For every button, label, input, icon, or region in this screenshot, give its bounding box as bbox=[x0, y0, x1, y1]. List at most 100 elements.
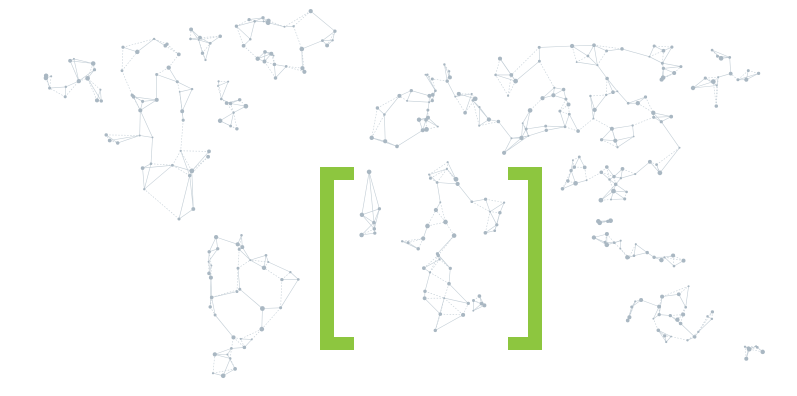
network-node bbox=[447, 281, 451, 286]
network-link bbox=[263, 267, 283, 280]
network-link bbox=[593, 118, 613, 129]
network-node bbox=[663, 334, 667, 338]
network-link bbox=[361, 222, 375, 236]
network-node bbox=[604, 231, 609, 237]
network-link bbox=[444, 64, 448, 82]
network-node bbox=[230, 347, 233, 350]
network-link bbox=[559, 110, 570, 115]
network-node bbox=[537, 45, 541, 49]
network-link bbox=[181, 88, 193, 112]
network-node bbox=[619, 239, 622, 242]
network-node bbox=[416, 247, 420, 251]
network-link bbox=[64, 80, 80, 97]
region-south-america bbox=[207, 233, 300, 379]
network-node bbox=[237, 247, 241, 251]
region-southeast-asia bbox=[591, 218, 686, 268]
network-node bbox=[652, 115, 656, 119]
network-link bbox=[423, 259, 440, 269]
network-node bbox=[366, 169, 372, 175]
network-link bbox=[236, 19, 250, 27]
network-node bbox=[631, 124, 634, 127]
network-link bbox=[511, 47, 540, 76]
network-node bbox=[155, 73, 159, 76]
network-link bbox=[737, 73, 759, 81]
network-node bbox=[567, 112, 571, 116]
network-link bbox=[495, 74, 509, 96]
network-link bbox=[214, 354, 231, 359]
network-node bbox=[446, 161, 449, 164]
network-node bbox=[247, 17, 251, 22]
network-node bbox=[611, 90, 615, 95]
network-node bbox=[416, 117, 422, 122]
network-node bbox=[253, 20, 256, 23]
network-link bbox=[507, 74, 512, 96]
network-node bbox=[228, 101, 233, 106]
network-link bbox=[429, 168, 447, 175]
network-node bbox=[561, 87, 566, 92]
network-link bbox=[678, 294, 686, 308]
network-node bbox=[466, 301, 470, 306]
network-node bbox=[604, 242, 610, 248]
right-bracket bbox=[508, 167, 542, 350]
network-node bbox=[263, 50, 267, 54]
network-node bbox=[625, 255, 630, 260]
network-node bbox=[240, 245, 245, 250]
network-link bbox=[489, 202, 505, 212]
network-node bbox=[619, 247, 622, 250]
network-node bbox=[120, 69, 124, 73]
network-node bbox=[424, 73, 427, 76]
network-node bbox=[681, 258, 686, 263]
network-node bbox=[544, 124, 548, 128]
network-link bbox=[529, 97, 543, 111]
network-link bbox=[424, 272, 431, 292]
network-node bbox=[141, 99, 145, 103]
network-link bbox=[662, 294, 679, 297]
network-node bbox=[217, 118, 223, 124]
network-link bbox=[553, 95, 566, 100]
network-node bbox=[676, 292, 681, 297]
network-link bbox=[427, 221, 446, 227]
network-link bbox=[654, 45, 672, 48]
network-node bbox=[233, 367, 237, 371]
network-link bbox=[606, 48, 623, 52]
network-node bbox=[208, 305, 212, 309]
network-node bbox=[279, 306, 283, 310]
network-link bbox=[586, 172, 602, 181]
network-link bbox=[659, 314, 671, 316]
network-node bbox=[190, 87, 194, 91]
network-link bbox=[210, 277, 212, 298]
network-node bbox=[679, 65, 683, 69]
network-link bbox=[280, 279, 283, 308]
network-node bbox=[448, 70, 451, 73]
network-node bbox=[447, 75, 452, 80]
network-node bbox=[227, 80, 230, 83]
network-link bbox=[139, 135, 153, 138]
network-link bbox=[494, 212, 501, 231]
region-africa bbox=[359, 161, 506, 333]
network-node bbox=[241, 43, 246, 48]
network-link bbox=[221, 81, 229, 100]
network-link bbox=[539, 61, 555, 88]
network-link bbox=[571, 45, 589, 57]
network-link bbox=[542, 87, 555, 99]
network-link bbox=[444, 64, 451, 78]
network-node bbox=[632, 254, 636, 257]
network-link bbox=[597, 65, 608, 79]
network-link bbox=[489, 211, 498, 225]
network-link bbox=[692, 81, 714, 89]
network-link bbox=[661, 255, 674, 261]
network-link bbox=[243, 45, 258, 59]
network-node bbox=[262, 20, 265, 23]
network-link bbox=[658, 330, 672, 337]
network-node bbox=[605, 93, 608, 97]
network-link bbox=[275, 66, 287, 79]
network-node bbox=[333, 29, 337, 33]
network-link bbox=[374, 208, 380, 229]
network-link bbox=[446, 80, 456, 97]
network-link bbox=[622, 168, 636, 175]
network-node bbox=[483, 197, 488, 201]
network-node bbox=[430, 98, 434, 103]
network-link bbox=[659, 147, 680, 174]
network-node bbox=[272, 54, 275, 57]
network-node bbox=[176, 52, 181, 57]
